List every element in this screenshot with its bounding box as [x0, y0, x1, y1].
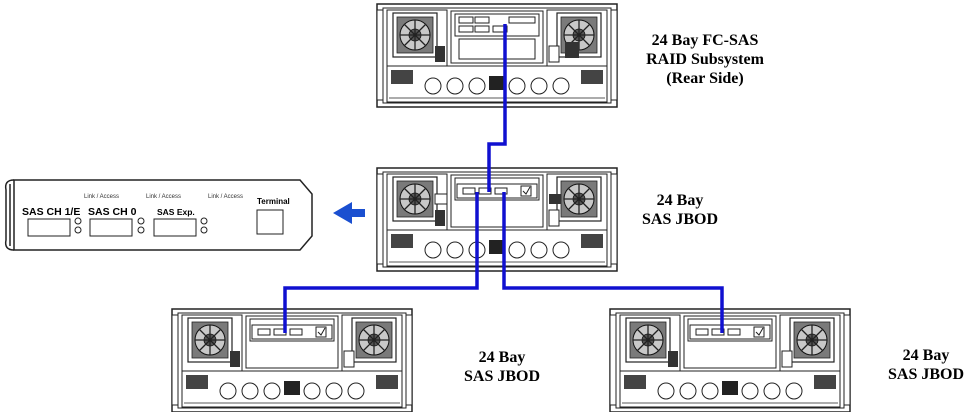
- led-icon: [74, 226, 82, 234]
- led-icon: [137, 217, 145, 225]
- led-icon: [137, 226, 145, 234]
- led-label-exp: Link / Access: [208, 194, 243, 200]
- jbod-right-chassis: [610, 309, 850, 412]
- led-icon: [74, 217, 82, 225]
- raid-subsystem-chassis: [377, 4, 617, 107]
- expansion-panel-detail: SAS CH 1/E SAS CH 0 SAS Exp. Terminal Li…: [4, 179, 313, 251]
- port-sas-exp: [153, 218, 197, 237]
- cable-jbod-middle-to-right: [502, 192, 724, 333]
- detail-arrow-icon: [333, 202, 365, 224]
- led-label-ch0: Link / Access: [146, 194, 181, 200]
- jbod-middle-label: 24 Bay SAS JBOD: [641, 192, 719, 228]
- port-label-terminal: Terminal: [257, 197, 290, 206]
- port-label-sas-ch0: SAS CH 0: [88, 206, 137, 218]
- jbod-right-label: 24 Bay SAS JBOD: [887, 347, 965, 383]
- led-icon: [200, 217, 208, 225]
- port-label-sas-ch1e: SAS CH 1/E: [22, 206, 80, 218]
- cable-jbod-middle-to-left: [283, 192, 479, 333]
- jbod-left-chassis: [172, 309, 412, 412]
- port-sas-ch1e: [27, 218, 71, 237]
- jbod-left-label: 24 Bay SAS JBOD: [463, 349, 541, 385]
- port-sas-ch0: [89, 218, 133, 237]
- port-label-sas-exp: SAS Exp.: [157, 207, 195, 217]
- raid-subsystem-label: 24 Bay FC-SAS RAID Subsystem (Rear Side): [646, 32, 764, 87]
- cable-raid-to-jbod-middle: [487, 24, 507, 192]
- port-terminal: [256, 209, 284, 235]
- jbod-middle-chassis: [377, 168, 617, 271]
- led-icon: [200, 226, 208, 234]
- led-label-ch1e: Link / Access: [84, 194, 119, 200]
